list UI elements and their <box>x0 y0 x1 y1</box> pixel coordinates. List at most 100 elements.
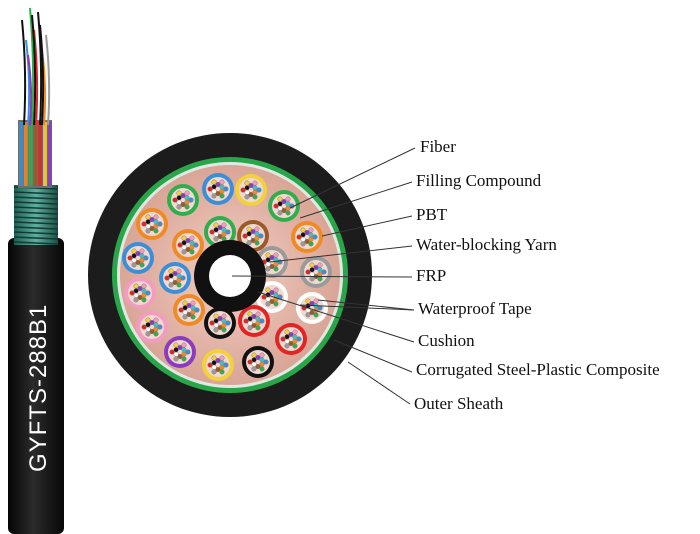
loose-tube <box>238 305 270 337</box>
fiber <box>211 364 217 370</box>
fiber <box>145 317 151 323</box>
fiber <box>277 210 283 216</box>
fiber <box>288 341 294 347</box>
fiber <box>133 292 139 298</box>
label-fiber: Fiber <box>420 137 456 156</box>
fiber <box>217 325 223 331</box>
loose-tubes <box>122 173 332 381</box>
fiber <box>177 354 183 360</box>
fiber <box>157 324 163 330</box>
armor-rib <box>13 191 59 195</box>
fiber <box>285 210 291 216</box>
loose-tube <box>235 174 267 206</box>
fiber <box>284 329 290 335</box>
fiber <box>255 355 261 361</box>
fiber <box>211 369 217 375</box>
fiber <box>189 240 195 246</box>
fiber <box>181 235 187 241</box>
fiber <box>265 252 271 258</box>
fiber <box>251 314 257 320</box>
label-cushion: Cushion <box>418 331 475 350</box>
fiber <box>217 224 223 230</box>
fiber <box>254 231 260 237</box>
fiber <box>139 248 145 254</box>
fiber <box>213 313 219 319</box>
loose-tube <box>202 349 234 381</box>
fiber <box>251 361 257 367</box>
fiber <box>313 298 319 304</box>
fiber <box>317 262 323 268</box>
fiber <box>143 255 149 261</box>
fiber <box>189 235 195 241</box>
fiber <box>304 238 310 244</box>
armor-rib <box>13 196 59 200</box>
armor-rib <box>13 211 59 215</box>
fiber <box>164 275 170 281</box>
fiber <box>305 269 311 275</box>
fiber <box>308 227 314 233</box>
fiber <box>145 290 151 296</box>
fiber <box>251 366 257 372</box>
fiber <box>189 249 195 255</box>
armor-rib <box>13 221 59 225</box>
fiber <box>305 312 311 318</box>
fiber <box>312 234 318 240</box>
fiber <box>133 297 139 303</box>
fiber <box>255 311 261 317</box>
loose-tube <box>291 221 323 253</box>
fiber <box>240 187 246 193</box>
fiber <box>254 240 260 246</box>
fiber <box>273 203 279 209</box>
loose-tube <box>300 256 332 288</box>
fiber <box>243 318 249 324</box>
fiber <box>251 323 257 329</box>
side-tube <box>19 122 23 186</box>
fiber <box>182 309 188 315</box>
fiber <box>153 317 159 323</box>
leader-line <box>321 215 413 237</box>
fiber <box>300 227 306 233</box>
label-waterproof-tape: Waterproof Tape <box>418 299 532 318</box>
label-frp: FRP <box>416 266 446 285</box>
fiber <box>300 241 306 247</box>
side-tube <box>38 122 43 186</box>
fiber <box>215 190 221 196</box>
fiber <box>284 338 290 344</box>
fiber <box>285 201 291 207</box>
fiber <box>309 310 315 316</box>
labels: Fiber Filling Compound PBT Water-blockin… <box>414 137 660 413</box>
fiber <box>149 225 155 231</box>
loose-tube <box>172 229 204 261</box>
fiber <box>141 324 147 330</box>
fiber <box>308 241 314 247</box>
fiber <box>211 179 217 185</box>
fiber <box>188 197 194 203</box>
fiber <box>127 255 133 261</box>
fiber <box>255 364 261 370</box>
fiber <box>190 314 196 320</box>
corrugated-armor <box>14 185 58 245</box>
label-water-blocking-yarn: Water-blocking Yarn <box>416 235 557 254</box>
loose-tube <box>159 262 191 294</box>
fiber <box>184 195 190 201</box>
fiber <box>223 186 229 192</box>
fiber <box>248 191 254 197</box>
fiber <box>176 199 182 205</box>
leader-lines <box>231 147 416 405</box>
fiber <box>190 300 196 306</box>
fiber <box>213 222 219 228</box>
fiber <box>250 228 256 234</box>
fiber <box>190 305 196 311</box>
fiber <box>135 250 141 256</box>
fiber <box>273 287 279 293</box>
fiber <box>213 327 219 333</box>
fiber <box>145 331 151 337</box>
fiber <box>137 295 143 301</box>
fiber <box>213 231 219 237</box>
loose-tube <box>296 292 328 324</box>
fiber <box>133 283 139 289</box>
leader-line <box>299 181 413 219</box>
fiber-strand <box>45 34 51 126</box>
fiber <box>321 269 327 275</box>
